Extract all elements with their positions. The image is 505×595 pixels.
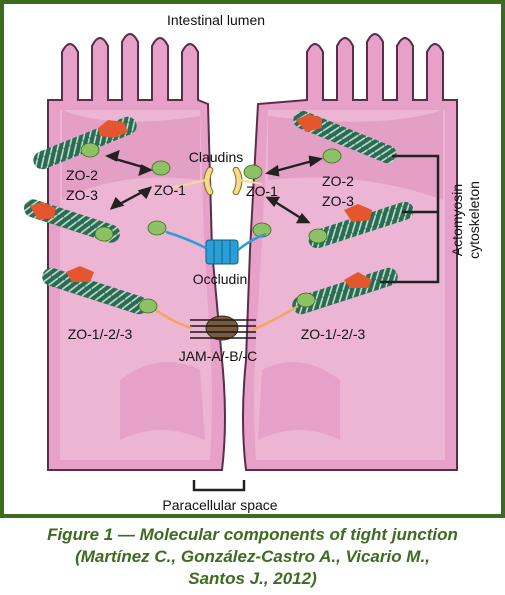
zo3-left-label: ZO-3 <box>66 187 98 203</box>
paracellular-bracket <box>192 480 246 492</box>
zo123-right-label: ZO-1/-2/-3 <box>301 326 366 342</box>
occludin-protein <box>165 230 267 265</box>
claudin-link-right <box>239 179 263 185</box>
actomyosin-bracket <box>380 154 440 284</box>
occludin-label: Occludin <box>193 271 247 287</box>
tight-junction-diagram: Intestinal lumen Claudins Occludin JAM-A… <box>0 0 505 518</box>
figure-frame: Intestinal lumen Claudins Occludin JAM-A… <box>0 0 505 518</box>
myosin-left <box>30 120 128 282</box>
actomyosin-label-line2: cytoskeleton <box>466 181 482 259</box>
claudins-label: Claudins <box>189 149 243 165</box>
claudin-link-left <box>171 179 207 189</box>
jam-protein <box>155 304 299 341</box>
zo3-right-label: ZO-3 <box>322 193 354 209</box>
right-epithelial-cell <box>242 33 458 471</box>
zo2-right-label: ZO-2 <box>322 173 354 189</box>
lumen-label: Intestinal lumen <box>167 12 265 28</box>
zo2-left-label: ZO-2 <box>66 167 98 183</box>
caption-line-1: Figure 1 — Molecular components of tight… <box>47 525 458 544</box>
paracellular-label: Paracellular space <box>162 497 277 513</box>
left-epithelial-cell <box>47 33 226 471</box>
actomyosin-label-line1: Actomyosin <box>449 184 465 256</box>
jam-label: JAM-A/-B/-C <box>179 348 258 364</box>
zo1-left-label: ZO-1 <box>154 182 186 198</box>
zo1-right-label: ZO-1 <box>246 183 278 199</box>
interaction-arrows <box>105 150 324 224</box>
zo123-left-label: ZO-1/-2/-3 <box>68 326 133 342</box>
claudin-proteins <box>203 166 243 196</box>
figure-caption: Figure 1 — Molecular components of tight… <box>0 524 505 590</box>
caption-line-3: Santos J., 2012) <box>188 569 317 588</box>
myosin-right <box>296 114 372 288</box>
zo-proteins <box>80 142 342 314</box>
caption-line-2: (Martínez C., González-Castro A., Vicari… <box>75 547 430 566</box>
